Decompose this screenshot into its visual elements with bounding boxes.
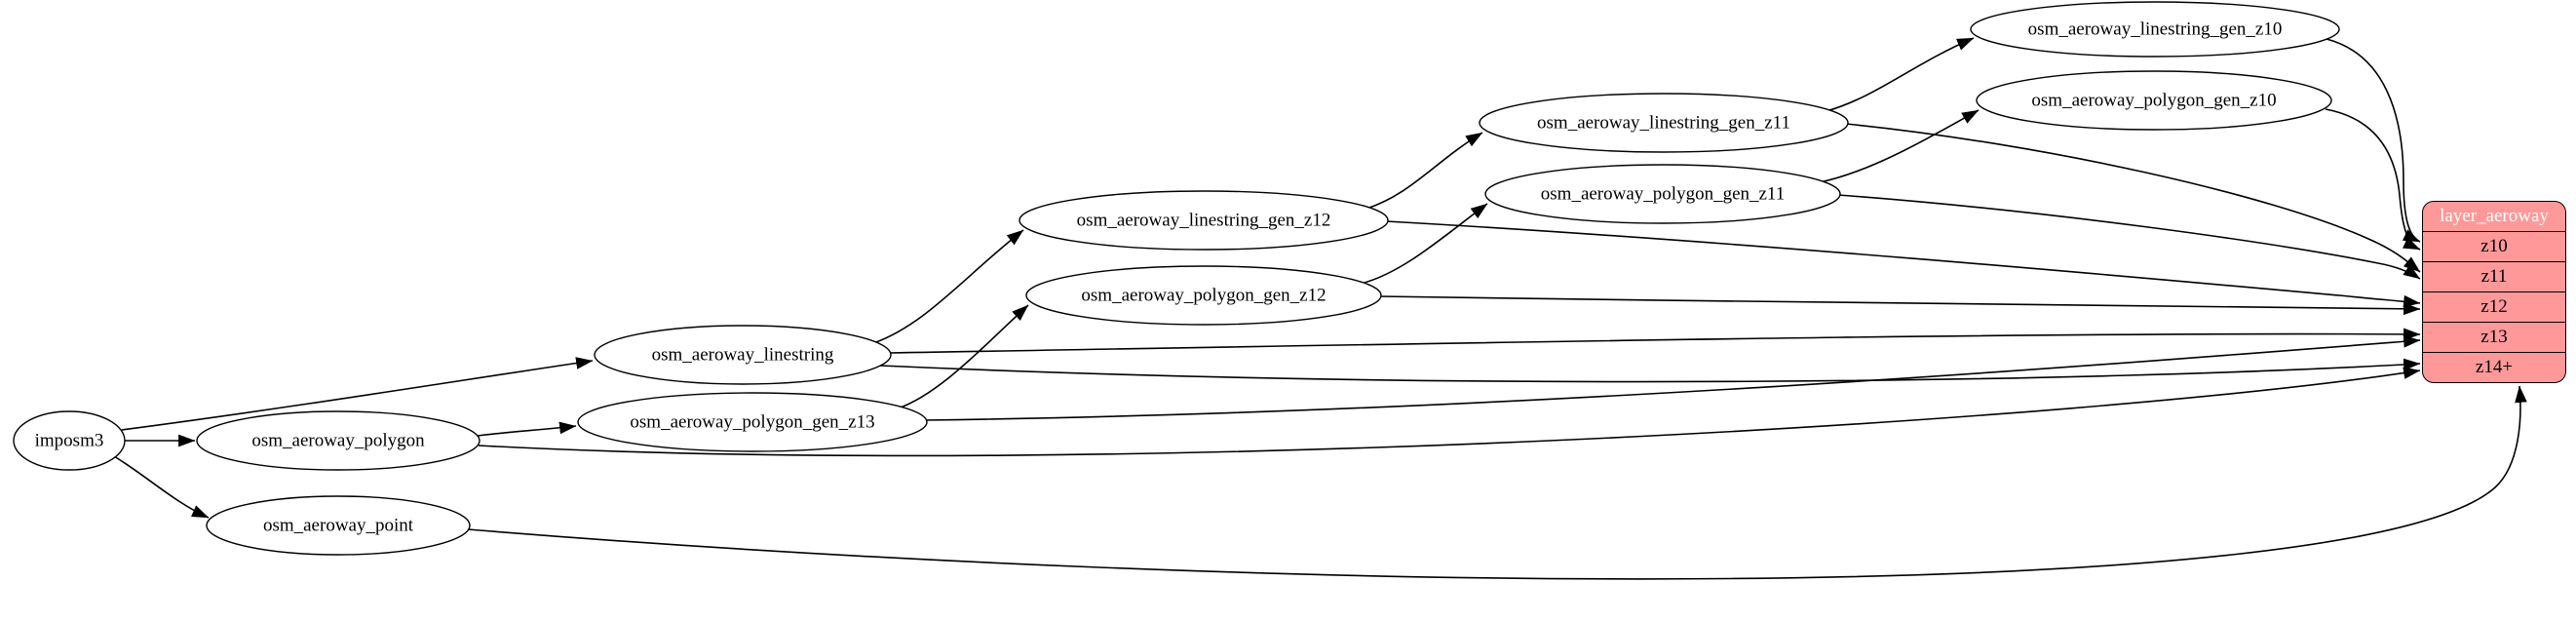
node-osm_aeroway_polygon_gen_z10: osm_aeroway_polygon_gen_z10 (1976, 70, 2332, 131)
edges-layer (113, 37, 2527, 580)
edge-osm_aeroway_polygon_gen_z11-to-layer_z11 (1837, 194, 2421, 280)
node-ellipse-osm_aeroway_linestring_gen_z12 (1019, 190, 1389, 251)
node-ellipse-osm_aeroway_polygon (196, 410, 481, 471)
node-label-osm_aeroway_linestring_gen_z12: osm_aeroway_linestring_gen_z12 (1077, 211, 1331, 231)
edge-osm_aeroway_polygon_gen_z12-to-osm_aeroway_polygon_gen_z11 (1360, 203, 1488, 285)
node-label-osm_aeroway_linestring_gen_z10: osm_aeroway_linestring_gen_z10 (2028, 19, 2283, 40)
edge-osm_aeroway_polygon-to-layer_z14 (478, 367, 2421, 457)
node-osm_aeroway_polygon: osm_aeroway_polygon (196, 410, 481, 471)
nodes-layer: imposm3 osm_aeroway_polygon osm_aeroway_… (13, 1, 2340, 556)
node-label-osm_aeroway_polygon_gen_z13: osm_aeroway_polygon_gen_z13 (630, 412, 874, 433)
edge-osm_aeroway_linestring_gen_z11-to-osm_aeroway_linestring_gen_z10 (1826, 37, 1975, 112)
node-osm_aeroway_linestring_gen_z12: osm_aeroway_linestring_gen_z12 (1019, 190, 1389, 251)
edge-osm_aeroway_polygon-to-osm_aeroway_polygon_gen_z13 (477, 421, 577, 437)
layer-row-z10: z10 (2423, 231, 2565, 261)
edge-osm_aeroway_linestring-to-layer_z14 (879, 358, 2421, 383)
layer-row-z13: z13 (2423, 322, 2565, 352)
node-label-osm_aeroway_polygon: osm_aeroway_polygon (251, 431, 425, 451)
node-ellipse-imposm3 (13, 410, 126, 471)
node-osm_aeroway_polygon_gen_z11: osm_aeroway_polygon_gen_z11 (1484, 164, 1841, 224)
node-ellipse-osm_aeroway_linestring_gen_z11 (1479, 93, 1849, 153)
edge-osm_aeroway_point-to-layer_z14 (467, 385, 2527, 580)
edge-osm_aeroway_linestring_gen_z11-to-layer_z11 (1845, 123, 2421, 273)
node-label-osm_aeroway_polygon_gen_z11: osm_aeroway_polygon_gen_z11 (1541, 184, 1785, 205)
node-ellipse-osm_aeroway_linestring_gen_z10 (1970, 1, 2340, 58)
layer-row-z11: z11 (2423, 261, 2565, 291)
edge-osm_aeroway_linestring_gen_z10-to-layer_z10 (2326, 38, 2421, 243)
node-osm_aeroway_linestring_gen_z10: osm_aeroway_linestring_gen_z10 (1970, 1, 2340, 58)
node-label-osm_aeroway_point: osm_aeroway_point (263, 516, 414, 536)
node-label-osm_aeroway_linestring: osm_aeroway_linestring (652, 345, 834, 366)
node-label-imposm3: imposm3 (35, 431, 104, 451)
node-imposm3: imposm3 (13, 410, 126, 471)
edge-osm_aeroway_polygon_gen_z11-to-osm_aeroway_polygon_gen_z10 (1819, 109, 1980, 183)
layer-row-z14plus: z14+ (2423, 352, 2565, 382)
edge-imposm3-to-osm_aeroway_linestring (121, 357, 594, 431)
edge-osm_aeroway_polygon_gen_z12-to-layer_z12 (1378, 295, 2421, 316)
node-osm_aeroway_polygon_gen_z13: osm_aeroway_polygon_gen_z13 (577, 392, 928, 452)
node-label-osm_aeroway_linestring_gen_z11: osm_aeroway_linestring_gen_z11 (1537, 113, 1790, 134)
edge-osm_aeroway_linestring_gen_z12-to-layer_z12 (1385, 220, 2421, 308)
edge-osm_aeroway_linestring-to-layer_z13 (888, 328, 2421, 354)
node-ellipse-osm_aeroway_polygon_gen_z12 (1025, 265, 1382, 326)
node-ellipse-osm_aeroway_linestring (594, 325, 892, 385)
edge-osm_aeroway_polygon_gen_z13-to-osm_aeroway_polygon_gen_z12 (897, 304, 1029, 409)
edge-imposm3-to-osm_aeroway_point (113, 455, 210, 519)
node-osm_aeroway_linestring: osm_aeroway_linestring (594, 325, 892, 385)
edge-osm_aeroway_linestring_gen_z12-to-osm_aeroway_linestring_gen_z11 (1365, 132, 1483, 210)
node-osm_aeroway_point: osm_aeroway_point (206, 495, 471, 556)
edge-osm_aeroway_linestring-to-osm_aeroway_linestring_gen_z12 (872, 229, 1024, 344)
node-ellipse-osm_aeroway_point (206, 495, 471, 556)
node-ellipse-osm_aeroway_polygon_gen_z13 (577, 392, 928, 452)
layer-row-z12: z12 (2423, 291, 2565, 322)
node-ellipse-osm_aeroway_polygon_gen_z10 (1976, 70, 2332, 131)
node-label-osm_aeroway_polygon_gen_z12: osm_aeroway_polygon_gen_z12 (1081, 286, 1326, 306)
node-osm_aeroway_linestring_gen_z11: osm_aeroway_linestring_gen_z11 (1479, 93, 1849, 153)
edge-osm_aeroway_polygon_gen_z10-to-layer_z10 (2325, 108, 2421, 251)
node-ellipse-osm_aeroway_polygon_gen_z11 (1484, 164, 1841, 224)
record-title: layer_aeroway (2440, 206, 2549, 226)
edge-osm_aeroway_polygon_gen_z13-to-layer_z13 (924, 334, 2421, 421)
node-osm_aeroway_polygon_gen_z12: osm_aeroway_polygon_gen_z12 (1025, 265, 1382, 326)
node-layer_aeroway: layer_aeroway z10 z11 z12 z13 z14+ (2422, 201, 2566, 383)
node-label-osm_aeroway_polygon_gen_z10: osm_aeroway_polygon_gen_z10 (2031, 91, 2276, 111)
